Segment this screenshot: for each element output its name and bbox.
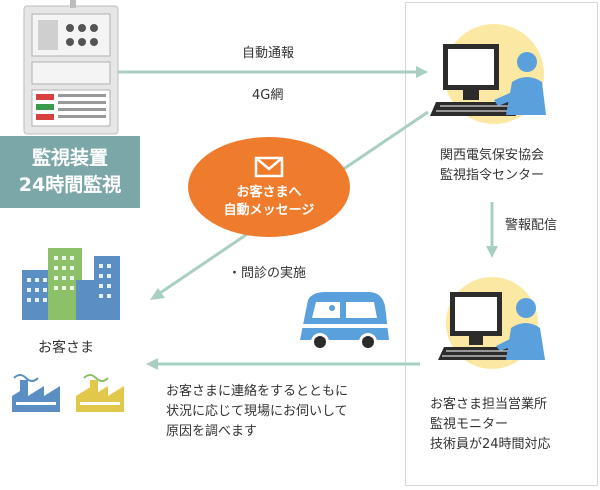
- auto-message-bubble: お客さまへ 自動メッセージ: [188, 137, 350, 237]
- alert-dispatch-label: 警報配信: [505, 218, 558, 233]
- interview-label: ・問診の実施: [228, 266, 307, 281]
- arrow-office-to-customer: [146, 358, 420, 370]
- arrow-device-to-center: [118, 66, 428, 78]
- action-line2: 状況に応じて現場にお伺いして: [166, 404, 348, 419]
- bubble-line2: 自動メッセージ: [223, 203, 315, 218]
- monitoring-device-icon: [23, 0, 119, 135]
- action-line3: 原因を調べます: [166, 424, 258, 439]
- factories-icon: [12, 374, 124, 412]
- office-computer-icon: [438, 277, 545, 369]
- customer-label: お客さま: [38, 340, 94, 356]
- network-label: 4G網: [252, 88, 284, 103]
- office-line1: お客さま担当営業所: [430, 397, 548, 412]
- auto-notify-label: 自動通報: [242, 46, 295, 61]
- center-computer-icon: [430, 24, 546, 124]
- arrow-center-to-office: [486, 202, 498, 258]
- device-label-line2: 24時間監視: [18, 174, 122, 196]
- buildings-icon: [22, 248, 120, 320]
- bubble-line1: お客さまへ: [236, 185, 302, 200]
- device-label: 監視装置 24時間監視: [0, 136, 140, 208]
- action-line1: お客さまに連絡をするとともに: [166, 384, 349, 399]
- office-line3: 技術員が24時間対応: [430, 437, 551, 452]
- device-label-line1: 監視装置: [31, 147, 108, 169]
- patrol-car-icon: [300, 292, 390, 351]
- mail-icon: [254, 156, 284, 178]
- center-name-line1: 関西電気保安協会: [440, 148, 545, 163]
- center-name-line2: 監視指令センター: [440, 168, 545, 183]
- office-line2: 監視モニター: [430, 417, 509, 432]
